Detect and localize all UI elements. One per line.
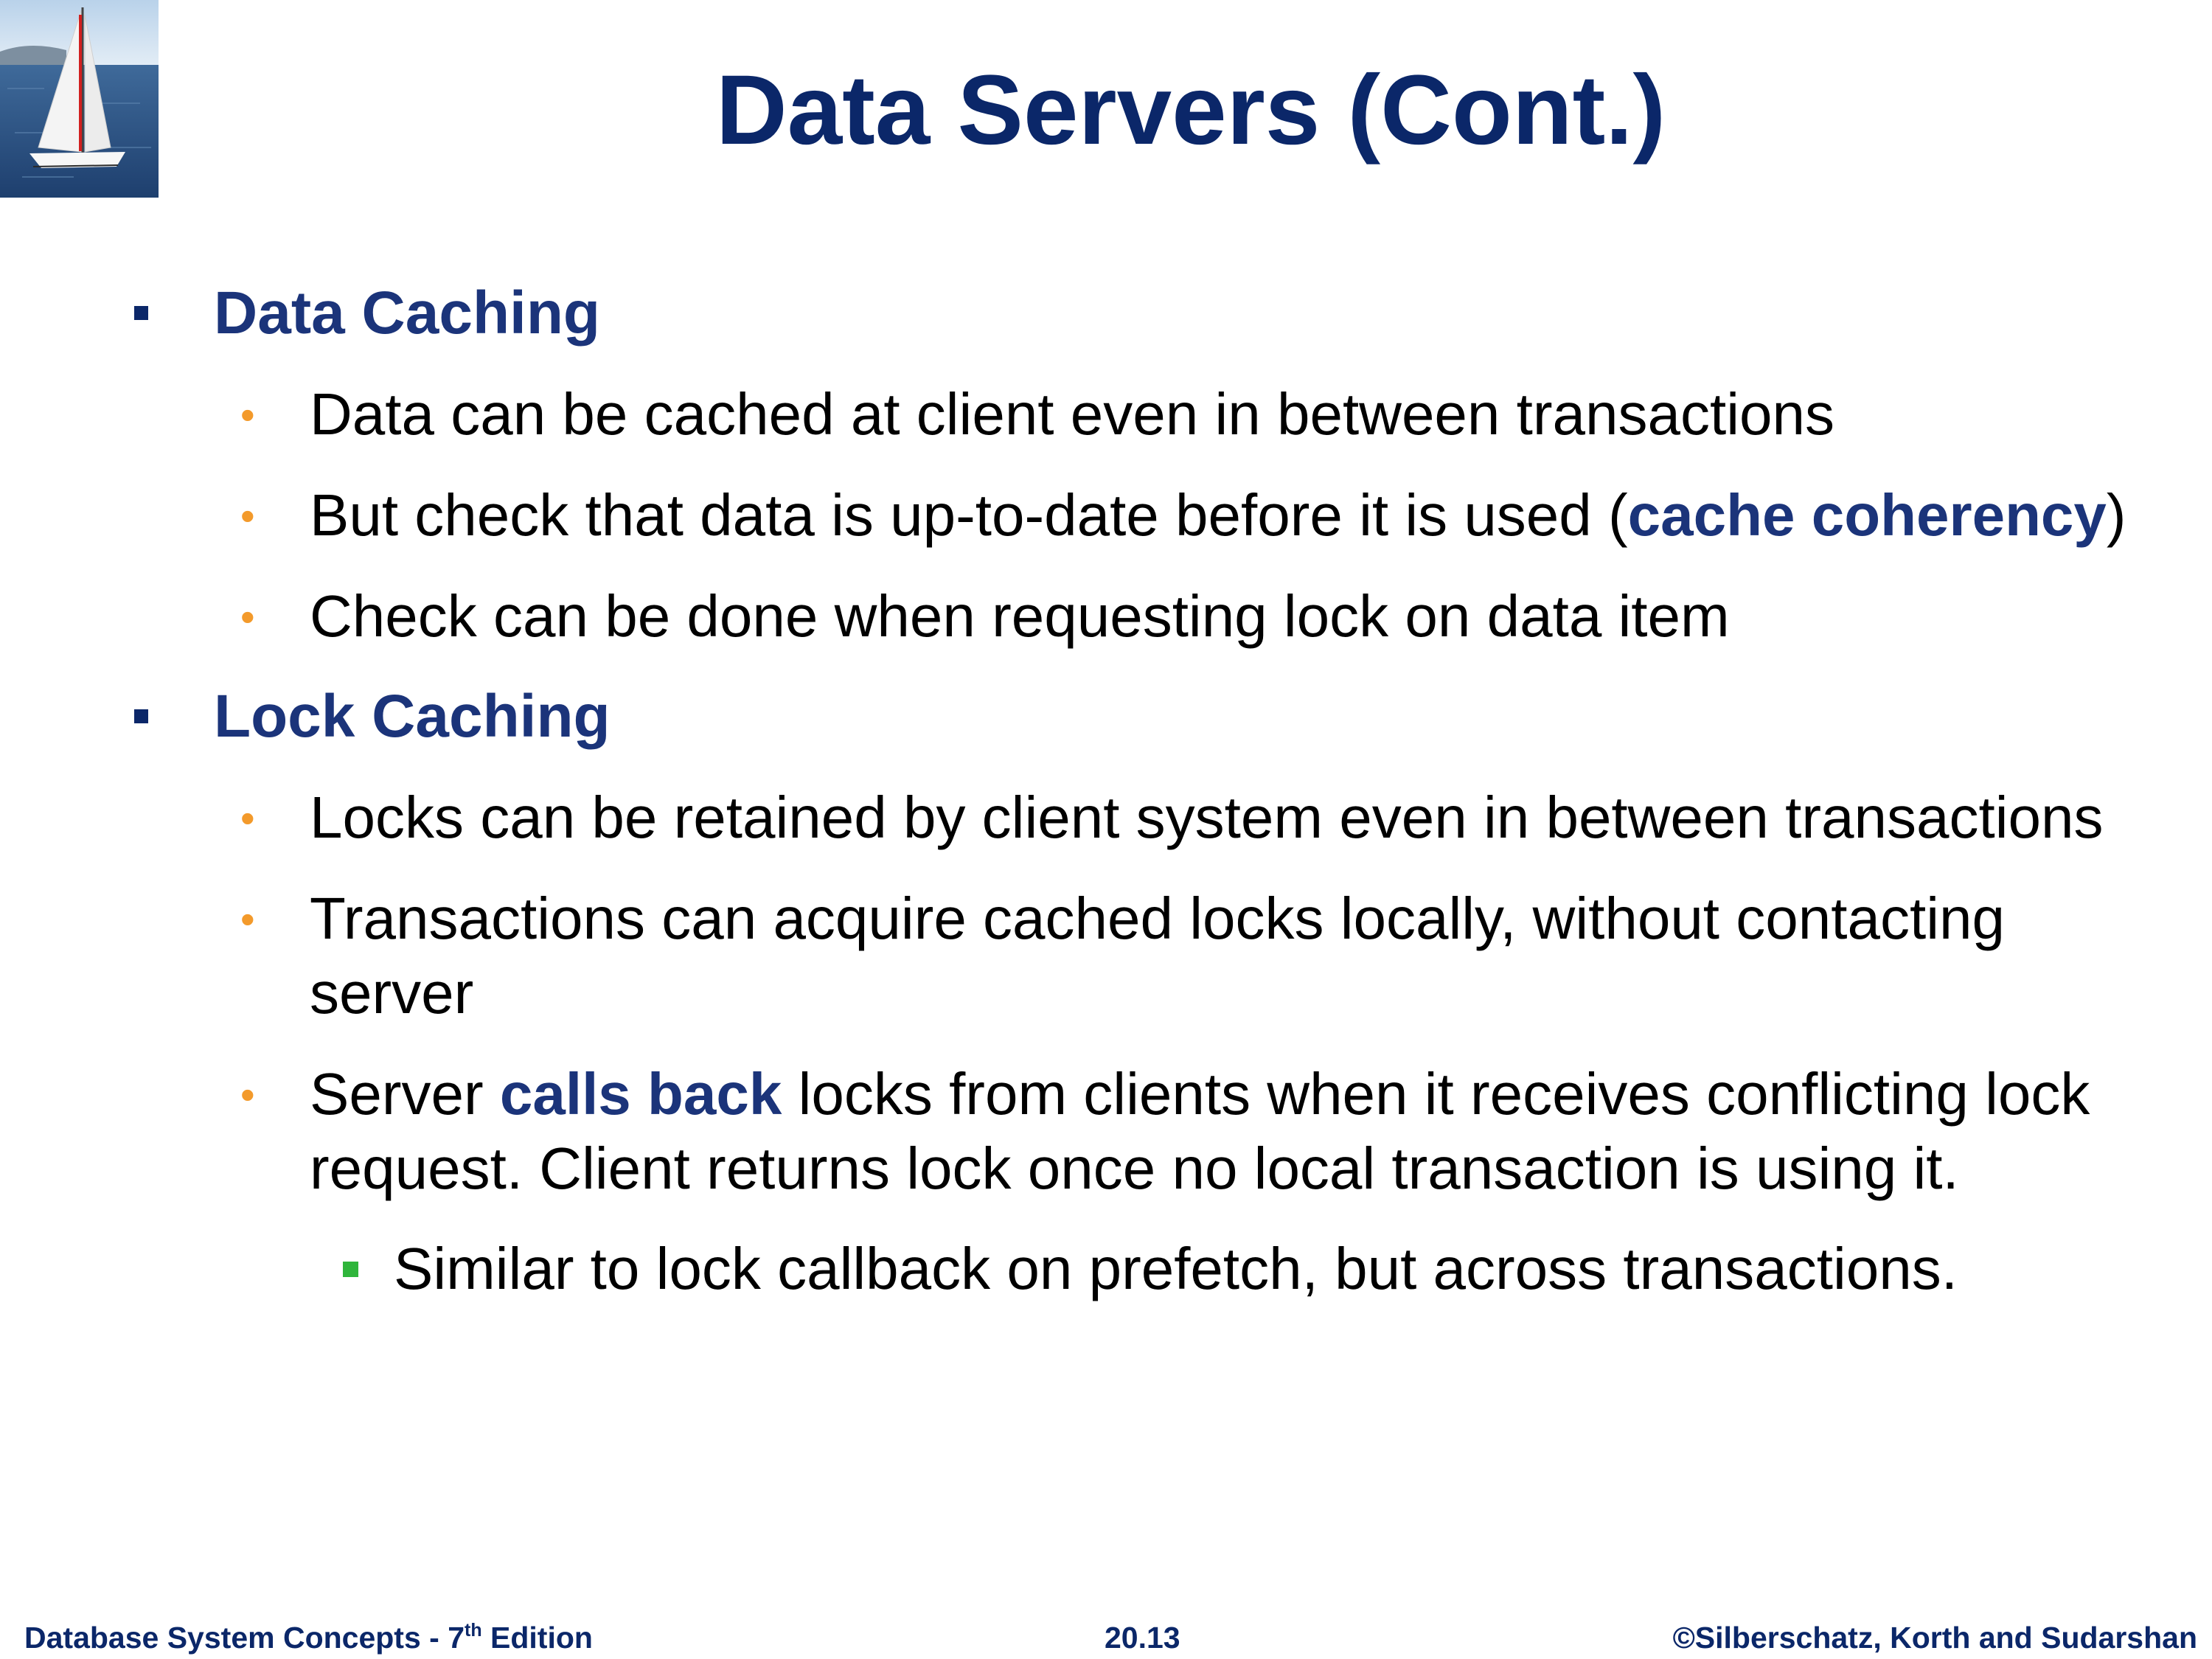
- round-bullet-icon: •: [240, 1071, 255, 1118]
- sailboat-logo: [0, 0, 159, 198]
- bold-term-cache-coherency: cache coherency: [1627, 482, 2107, 548]
- bullet-text-end: ): [2106, 482, 2126, 548]
- page-number: 20.13: [1105, 1621, 1180, 1655]
- bullet-text: Data can be cached at client even in bet…: [310, 381, 1834, 447]
- bullet-text: Server: [310, 1061, 500, 1127]
- footer-edition-word: Edition: [481, 1621, 593, 1655]
- slide-footer: Database System Concepts - 7th Edition 2…: [0, 1619, 2212, 1656]
- round-bullet-icon: •: [240, 795, 255, 841]
- slide-body: Data Caching • Data can be cached at cli…: [0, 276, 2212, 1332]
- bullet-item: • Locks can be retained by client system…: [0, 780, 2212, 855]
- footer-edition-superscript: th: [465, 1620, 482, 1641]
- sub-bullet-item: Similar to lock callback on prefetch, bu…: [0, 1232, 2212, 1306]
- bullet-item: • But check that data is up-to-date befo…: [0, 478, 2212, 552]
- round-bullet-icon: •: [240, 493, 255, 539]
- round-bullet-icon: •: [240, 594, 255, 640]
- round-bullet-icon: •: [240, 392, 255, 438]
- square-bullet-icon: [134, 709, 148, 723]
- section-heading-data-caching: Data Caching: [0, 276, 2212, 350]
- bullet-item: • Server calls back locks from clients w…: [0, 1057, 2212, 1206]
- section-heading-label: Data Caching: [214, 279, 600, 347]
- page-title: Data Servers (Cont.): [715, 55, 1666, 165]
- bullet-text: Locks can be retained by client system e…: [310, 785, 2104, 850]
- footer-copyright: ©Silberschatz, Korth and Sudarshan: [1672, 1621, 2197, 1655]
- bullet-item: • Check can be done when requesting lock…: [0, 579, 2212, 653]
- section-heading-lock-caching: Lock Caching: [0, 680, 2212, 754]
- sub-bullet-text: Similar to lock callback on prefetch, bu…: [394, 1236, 1958, 1301]
- footer-book-name: Database System Concepts - 7: [24, 1621, 465, 1655]
- section-heading-label: Lock Caching: [214, 683, 611, 750]
- footer-book-title: Database System Concepts - 7th Edition: [24, 1619, 593, 1656]
- bullet-text: Check can be done when requesting lock o…: [310, 583, 1730, 649]
- bullet-item: • Data can be cached at client even in b…: [0, 377, 2212, 451]
- sailboat-logo-image: [0, 0, 159, 198]
- bullet-text: Transactions can acquire cached locks lo…: [310, 886, 2005, 1026]
- square-bullet-icon: [134, 306, 148, 320]
- bullet-text: But check that data is up-to-date before…: [310, 482, 1628, 548]
- bold-term-calls-back: calls back: [499, 1061, 782, 1127]
- green-square-bullet-icon: [343, 1262, 358, 1277]
- bullet-text-end: locks from clients when it receives conf…: [310, 1061, 2090, 1201]
- round-bullet-icon: •: [240, 896, 255, 942]
- bullet-item: • Transactions can acquire cached locks …: [0, 881, 2212, 1030]
